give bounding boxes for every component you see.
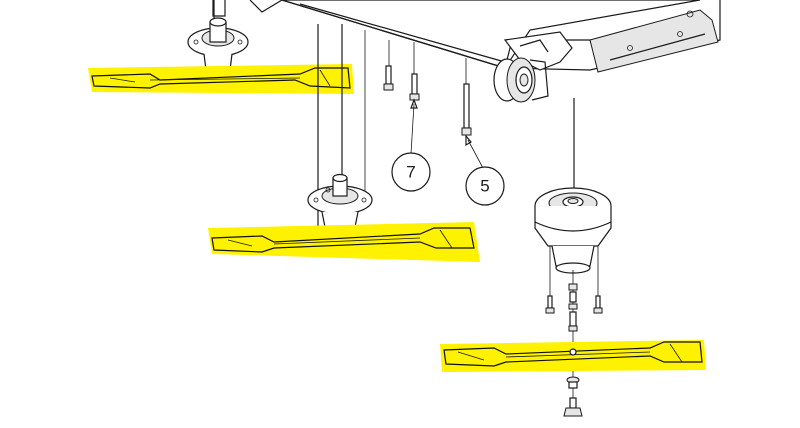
callout-5-label: 5 xyxy=(480,177,489,196)
blade-right xyxy=(440,340,706,372)
bolt-left xyxy=(383,65,394,91)
bolt-5 xyxy=(461,58,472,136)
deck-bolts xyxy=(383,40,472,136)
blade-center xyxy=(208,222,480,262)
right-spindle-bolts xyxy=(545,246,603,332)
blade-right-highlight xyxy=(440,340,706,372)
callout-7: 7 xyxy=(391,98,431,192)
mower-deck-housing xyxy=(212,0,721,73)
blade-bolt-hardware xyxy=(563,376,583,417)
idler-pulley-assembly xyxy=(493,31,573,103)
spindle-left xyxy=(187,0,249,78)
bolt-7 xyxy=(409,42,420,101)
callout-7-label: 7 xyxy=(406,163,415,182)
blade-left xyxy=(88,64,354,94)
blade-center-highlight xyxy=(208,222,480,262)
callout-5: 5 xyxy=(465,134,505,206)
spindle-center xyxy=(307,24,373,240)
